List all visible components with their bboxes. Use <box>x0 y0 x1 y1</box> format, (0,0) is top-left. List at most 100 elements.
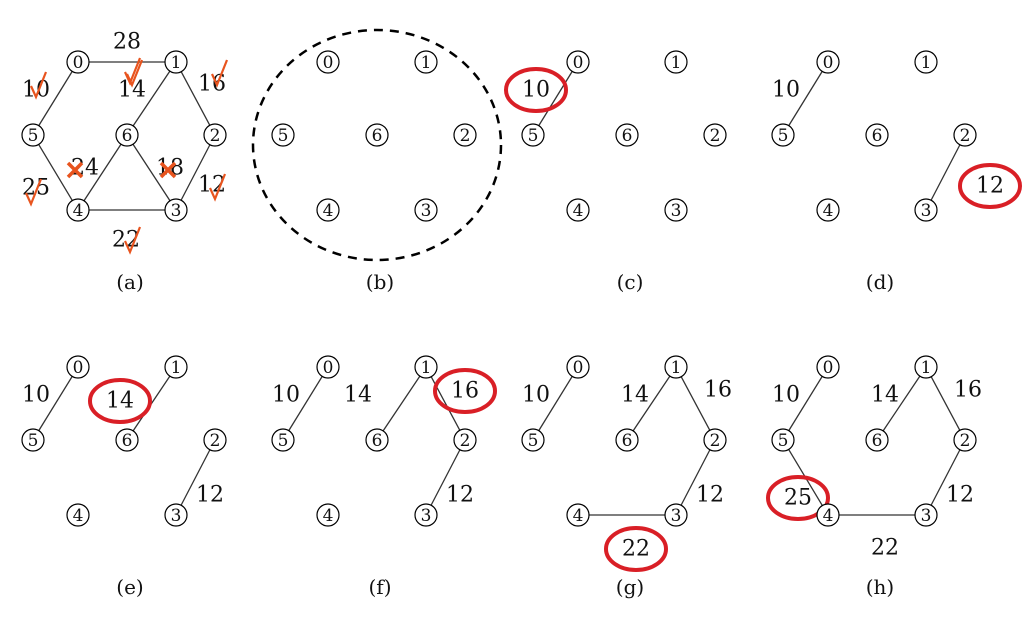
edge-6-4 <box>83 143 122 202</box>
node-label: 0 <box>823 53 834 73</box>
node-3: 3 <box>664 198 688 222</box>
edge-2-3 <box>180 144 211 201</box>
node-label: 3 <box>671 506 682 526</box>
node-label: 1 <box>171 358 182 378</box>
edge-0-5 <box>788 376 823 431</box>
node-1: 1 <box>664 355 688 379</box>
node-4: 4 <box>816 198 840 222</box>
node-label: 4 <box>823 201 834 221</box>
node-label: 4 <box>323 201 334 221</box>
node-1: 1 <box>414 355 438 379</box>
node-6: 6 <box>865 123 889 147</box>
node-label: 2 <box>460 431 471 451</box>
edge-2-3 <box>680 449 711 506</box>
node-6: 6 <box>865 428 889 452</box>
edge-2-3 <box>930 449 961 506</box>
edge-weight-0-5: 10 <box>272 383 300 408</box>
node-label: 1 <box>921 358 932 378</box>
node-label: 4 <box>73 506 84 526</box>
edge-2-3 <box>180 449 211 506</box>
node-5: 5 <box>271 123 295 147</box>
node-label: 1 <box>921 53 932 73</box>
node-label: 5 <box>528 431 539 451</box>
node-label: 0 <box>823 358 834 378</box>
node-3: 3 <box>164 198 188 222</box>
node-label: 2 <box>960 126 971 146</box>
node-label: 3 <box>171 506 182 526</box>
node-label: 4 <box>323 506 334 526</box>
node-1: 1 <box>164 355 188 379</box>
node-label: 6 <box>122 431 133 451</box>
panel-caption: (c) <box>617 270 644 294</box>
node-4: 4 <box>66 198 90 222</box>
edge-weight-1-6: 14 <box>106 389 134 414</box>
edge-weight-1-2: 16 <box>704 378 732 403</box>
node-label: 3 <box>921 201 932 221</box>
node-4: 4 <box>316 503 340 527</box>
node-5: 5 <box>271 428 295 452</box>
node-3: 3 <box>164 503 188 527</box>
node-label: 6 <box>622 431 633 451</box>
node-label: 3 <box>921 506 932 526</box>
highlight-circle <box>88 378 152 424</box>
node-label: 2 <box>210 431 221 451</box>
node-5: 5 <box>771 428 795 452</box>
edge-weight-2-3: 12 <box>976 174 1004 199</box>
edge-weight-1-2: 16 <box>451 379 479 404</box>
node-1: 1 <box>164 50 188 74</box>
edge-weight-2-3: 12 <box>696 483 724 508</box>
node-label: 4 <box>573 506 584 526</box>
cross-mark-icon <box>159 161 177 179</box>
node-label: 4 <box>73 201 84 221</box>
edge-weight-2-3: 12 <box>946 483 974 508</box>
node-5: 5 <box>521 123 545 147</box>
node-label: 0 <box>73 358 84 378</box>
node-0: 0 <box>816 355 840 379</box>
node-label: 1 <box>671 53 682 73</box>
edge-1-6 <box>632 375 671 432</box>
node-4: 4 <box>66 503 90 527</box>
edge-weight-1-6: 14 <box>621 383 649 408</box>
node-3: 3 <box>414 503 438 527</box>
node-label: 3 <box>421 506 432 526</box>
node-5: 5 <box>771 123 795 147</box>
node-label: 1 <box>421 53 432 73</box>
node-5: 5 <box>521 428 545 452</box>
node-4: 4 <box>566 503 590 527</box>
node-3: 3 <box>914 503 938 527</box>
node-label: 3 <box>171 201 182 221</box>
node-6: 6 <box>615 123 639 147</box>
node-0: 0 <box>316 50 340 74</box>
edge-weight-1-2: 16 <box>954 378 982 403</box>
edge-1-6 <box>382 375 421 432</box>
edge-2-3 <box>430 449 461 506</box>
node-3: 3 <box>914 198 938 222</box>
panel-caption: (h) <box>866 575 895 599</box>
check-mark-icon <box>125 59 144 88</box>
edge-0-5 <box>288 376 323 431</box>
edge-weight-0-5: 10 <box>522 383 550 408</box>
node-label: 2 <box>460 126 471 146</box>
edge-1-2 <box>180 71 211 126</box>
highlight-circle <box>958 163 1022 209</box>
panel-caption: (f) <box>368 575 391 599</box>
edge-1-6 <box>882 375 921 432</box>
node-6: 6 <box>365 123 389 147</box>
node-6: 6 <box>115 428 139 452</box>
edge-weight-2-3: 12 <box>446 483 474 508</box>
node-label: 6 <box>372 126 383 146</box>
node-5: 5 <box>21 428 45 452</box>
edge-weight-4-3: 22 <box>622 537 650 562</box>
node-label: 5 <box>778 431 789 451</box>
edge-weight-0-1: 28 <box>113 30 141 55</box>
node-2: 2 <box>203 123 227 147</box>
edge-weight-1-6: 14 <box>871 383 899 408</box>
node-2: 2 <box>203 428 227 452</box>
edge-weight-0-5: 10 <box>22 383 50 408</box>
node-label: 0 <box>573 358 584 378</box>
highlight-circle <box>433 368 497 414</box>
node-label: 1 <box>671 358 682 378</box>
